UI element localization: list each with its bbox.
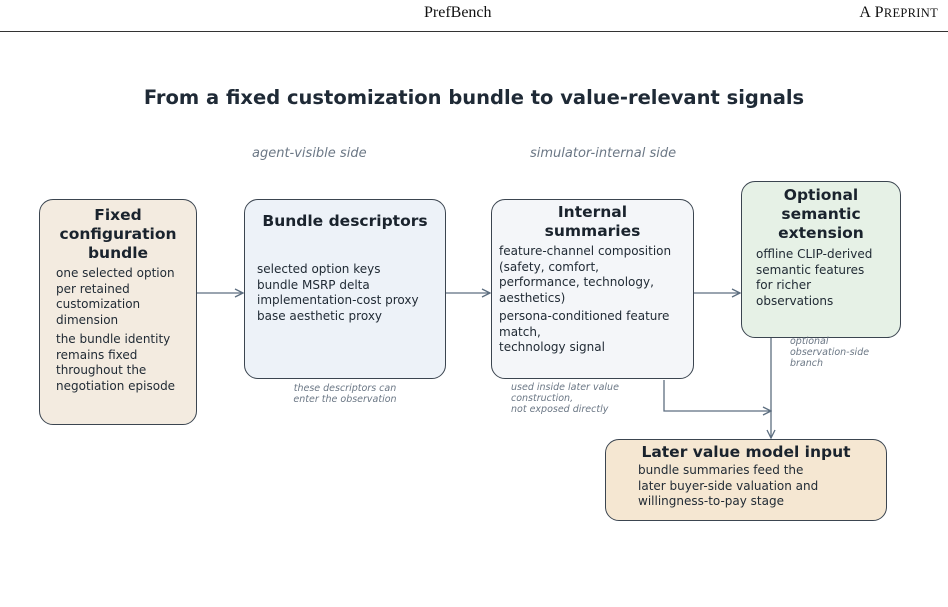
box-value-model-input-text: bundle summaries feed the later buyer-si… (638, 463, 819, 508)
box-internal-summaries-text: feature-channel composition (safety, com… (499, 244, 672, 354)
simulator-side-label: simulator-internal side (530, 146, 677, 161)
box-fixed-bundle-text-2: the bundle identity remains fixed throug… (56, 332, 176, 393)
box-value-model-input: Later value model input bundle summaries… (605, 439, 887, 521)
box-semantic-extension: Optional semantic extension offline CLIP… (741, 181, 901, 338)
agent-side-label: agent-visible side (252, 146, 367, 161)
box-value-model-input-title: Later value model input (641, 443, 851, 461)
diagram-title: From a fixed customization bundle to val… (143, 86, 805, 109)
caption-summaries: used inside later value construction, no… (511, 382, 619, 415)
box-semantic-extension-text: offline CLIP-derived semantic features f… (756, 247, 873, 308)
page-header: PrefBench A PREPRINT (0, 0, 948, 32)
header-preprint-a: A P (859, 4, 884, 21)
arrow-summaries-to-value (663, 380, 771, 411)
box-internal-summaries: Internal summaries feature-channel compo… (491, 199, 694, 379)
header-title: PrefBench (424, 4, 492, 21)
box-fixed-bundle: Fixed configuration bundle one selected … (39, 199, 197, 425)
box-semantic-extension-title: Optional semantic extension (778, 186, 864, 242)
caption-semantic: optional observation-side branch (790, 336, 870, 369)
header-preprint-b: REPRINT (883, 6, 938, 20)
box-bundle-descriptors-text: selected option keys bundle MSRP delta i… (257, 262, 419, 323)
header-preprint: A PREPRINT (859, 4, 938, 22)
box-fixed-bundle-text: one selected option per retained customi… (56, 266, 175, 327)
box-bundle-descriptors-title: Bundle descriptors (262, 212, 428, 230)
box-fixed-bundle-title: Fixed configuration bundle (59, 206, 177, 262)
box-internal-summaries-title: Internal summaries (544, 203, 641, 240)
caption-descriptors: these descriptors can enter the observat… (293, 383, 397, 405)
box-bundle-descriptors: Bundle descriptors selected option keys … (244, 199, 446, 379)
